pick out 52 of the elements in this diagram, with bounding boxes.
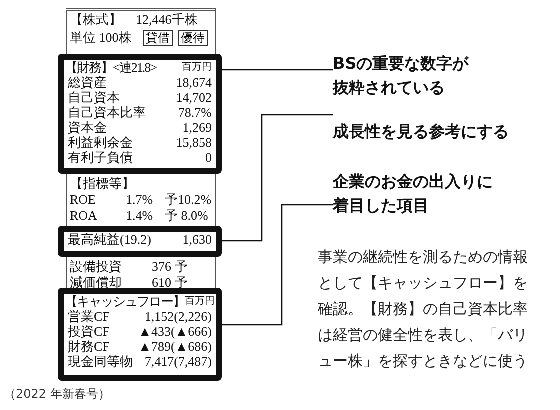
clipping-text: 376 予 (152, 259, 188, 274)
row-label: 有利子負債 (68, 150, 133, 165)
highlight-frame (58, 54, 222, 174)
highlight-frame (58, 226, 222, 257)
row-value: ▲789(▲686) (138, 339, 212, 354)
section-heading: 【財務】<連21.8> (65, 60, 156, 75)
clipping-text: 610 予 (152, 275, 188, 290)
row-value: 18,674 (176, 75, 212, 90)
clipping-tag: 優待 (178, 30, 208, 46)
callout-text: 企業のお金の出入りに着目した項目 (333, 170, 501, 218)
source-caption: （2022 年新春号） (4, 386, 110, 403)
clipping-text: 1.4% (126, 208, 154, 223)
row-value: 0 (206, 150, 212, 165)
explanation-text: 事業の継続性を測るための情報として【キャッシュフロー】を確認。【財務】の自己資本比率は経営の健全性を表し、「バリュー株」を探すときなどに使う (318, 247, 529, 372)
row-label: 資本金 (68, 120, 107, 135)
row-label: 自己資本比率 (68, 105, 146, 120)
row-value: 78.7% (178, 105, 212, 120)
clipping-text: 予10.2% (165, 192, 212, 207)
row-value: 1,630 (182, 232, 212, 247)
row-value: 15,858 (176, 135, 212, 150)
row-value: 1,269 (182, 120, 212, 135)
clipping-text: 【指標等】 (70, 176, 135, 191)
leader-line (222, 69, 333, 71)
clipping-text: 減価償却 (70, 275, 122, 290)
row-label: 営業CF (68, 309, 110, 324)
row-value: ▲433(▲666) (138, 324, 212, 339)
highlight-frame (58, 288, 222, 381)
row-label: 自己資本 (68, 90, 120, 105)
callout-text: BSの重要な数字が抜粋されている (333, 52, 483, 100)
row-value: 7,417(7,487) (144, 354, 212, 369)
section-heading: 【キャッシュフロー】 (65, 294, 185, 309)
row-label: 利益剰余金 (68, 135, 133, 150)
row-value: 1,152(2,226) (144, 309, 212, 324)
unit-label: 百万円 (182, 61, 212, 75)
clipping-text: ROA (70, 208, 98, 223)
row-label: 財務CF (68, 339, 110, 354)
clipping-text: 12,446千株 (136, 12, 198, 27)
clipping-text: 1.7% (126, 192, 154, 207)
row-value: 14,702 (176, 90, 212, 105)
clipping-text: 【株式】 (70, 12, 122, 27)
row-label: 投資CF (68, 324, 110, 339)
leader-line (222, 204, 333, 326)
row-label: 現金同等物 (68, 354, 133, 369)
clipping-text: ROE (70, 192, 96, 207)
clipping-tag: 貸借 (143, 30, 173, 46)
unit-label: 百万円 (185, 295, 215, 309)
clipping-text: 予 8.0% (165, 208, 208, 223)
row-label: 総資産 (68, 75, 107, 90)
leader-line (222, 114, 333, 242)
clipping-text: 設備投資 (70, 259, 122, 274)
callout-text: 成長性を見る参考にする (333, 112, 543, 144)
row-label: 最高純益(19.2) (68, 232, 152, 247)
